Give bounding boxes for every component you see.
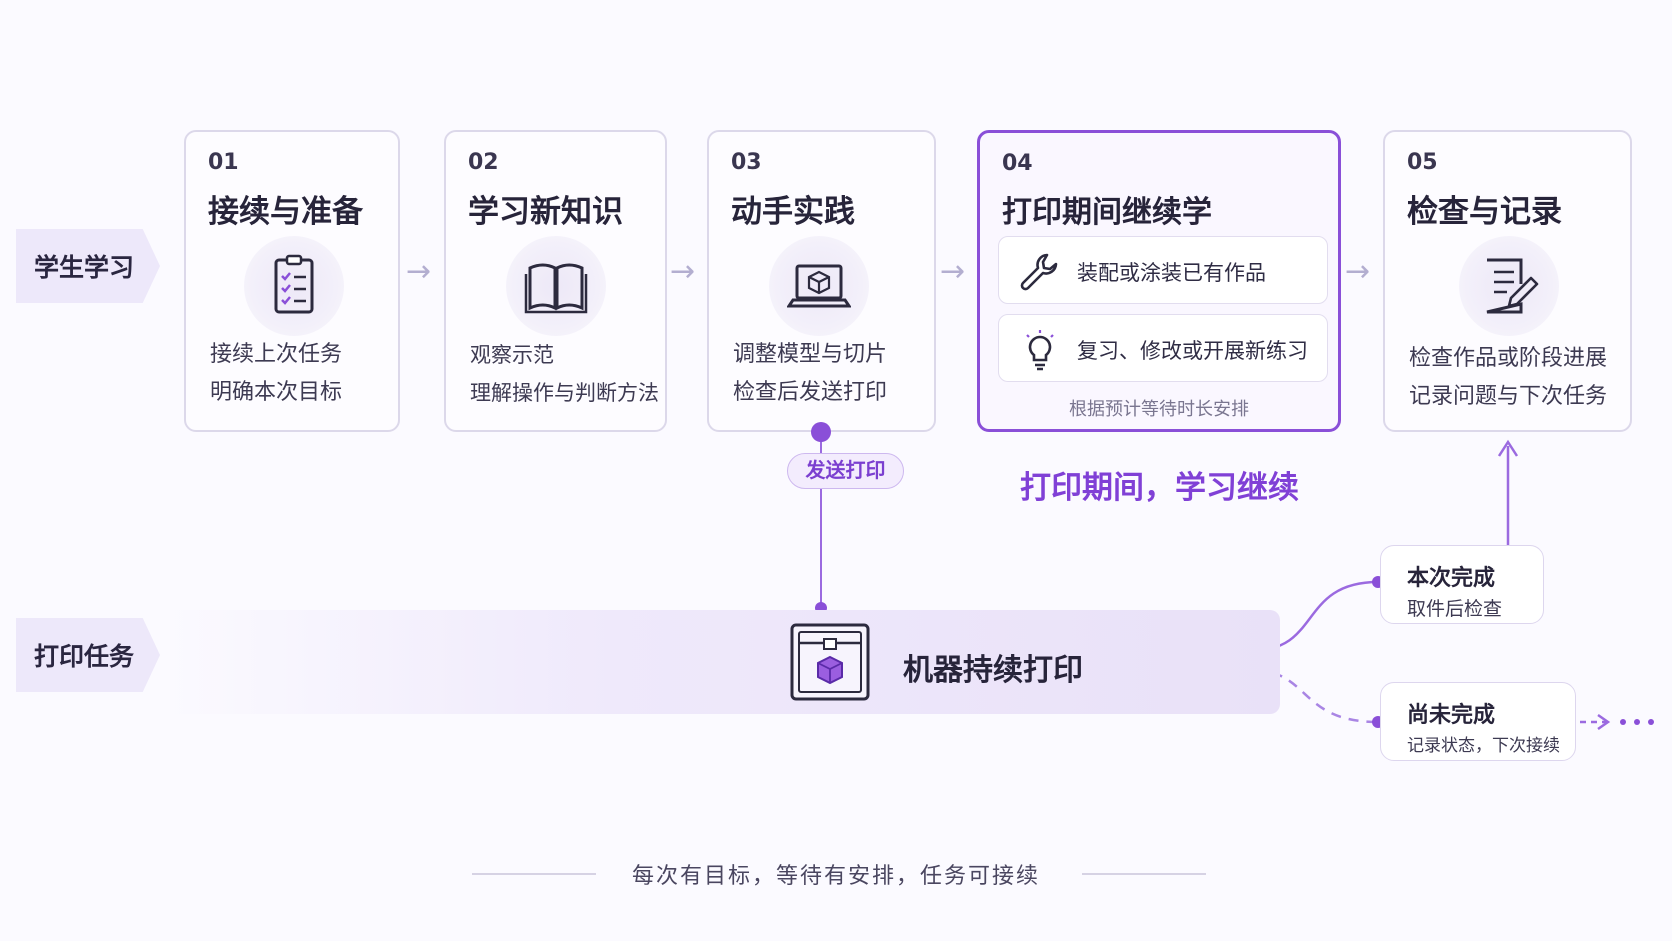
arrow-right-icon: → xyxy=(1345,254,1371,289)
arrow-right-icon: → xyxy=(940,254,966,289)
book-icon xyxy=(506,236,606,336)
step-title: 学习新知识 xyxy=(468,194,623,230)
step-desc-line: 接续上次任务 xyxy=(210,342,343,367)
printer-icon xyxy=(790,623,870,701)
machine-print-band xyxy=(165,610,1280,714)
step-desc-line: 观察示范 xyxy=(470,343,554,367)
step-number: 03 xyxy=(731,150,762,175)
step-note: 根据预计等待时长安排 xyxy=(1069,399,1249,420)
step-card-05: 05 检查与记录 检查作品或阶段进展 记录问题与下次任务 xyxy=(1383,130,1632,432)
lane-student-learning: 学生学习 xyxy=(16,229,160,303)
checklist-icon xyxy=(244,236,344,336)
machine-label: 机器持续打印 xyxy=(903,653,1083,688)
outcome-sub: 取件后检查 xyxy=(1407,598,1503,620)
lane-print-task: 打印任务 xyxy=(16,618,160,692)
sub-item-label: 装配或涂装已有作品 xyxy=(1077,261,1266,285)
outcome-done: 本次完成 取件后检查 xyxy=(1380,545,1544,624)
step-title: 动手实践 xyxy=(731,194,855,230)
arrow-right-icon: → xyxy=(406,254,432,289)
step-card-04: 04 打印期间继续学 装配或涂装已有作品 复习、修改或开展新练习 根据预计等待时… xyxy=(977,130,1341,432)
step-desc-line: 明确本次目标 xyxy=(210,380,343,405)
arrow-right-icon: → xyxy=(670,254,696,289)
step-desc-line: 检查作品或阶段进展 xyxy=(1409,346,1608,371)
step-desc-line: 理解操作与判断方法 xyxy=(470,381,659,405)
step-card-01: 01 接续与准备 接续上次任务 明确本次目标 xyxy=(184,130,400,432)
step-number: 02 xyxy=(468,150,499,175)
step-desc-line: 调整模型与切片 xyxy=(733,342,888,367)
step-number: 04 xyxy=(1002,151,1033,176)
outcome-title: 本次完成 xyxy=(1407,566,1496,591)
document-pen-icon xyxy=(1459,236,1559,336)
wrench-icon xyxy=(1020,253,1058,291)
step-card-02: 02 学习新知识 观察示范 理解操作与判断方法 xyxy=(444,130,667,432)
highlight-text: 打印期间，学习继续 xyxy=(1020,470,1299,506)
step-title: 打印期间继续学 xyxy=(1002,195,1212,230)
outcome-unfinished: 尚未完成 记录状态，下次接续 xyxy=(1380,682,1576,761)
step-number: 01 xyxy=(208,150,239,175)
lightbulb-icon xyxy=(1026,330,1054,371)
step-number: 05 xyxy=(1407,150,1438,175)
outcome-title: 尚未完成 xyxy=(1407,703,1496,728)
send-print-pill: 发送打印 xyxy=(787,453,904,489)
outcome-sub: 记录状态，下次接续 xyxy=(1407,736,1560,756)
step-card-03: 03 动手实践 调整模型与切片 检查后发送打印 xyxy=(707,130,936,432)
step-title: 检查与记录 xyxy=(1407,194,1562,230)
step-desc-line: 记录问题与下次任务 xyxy=(1409,384,1608,409)
sub-item-label: 复习、修改或开展新练习 xyxy=(1077,339,1308,363)
sub-item-assemble: 装配或涂装已有作品 xyxy=(998,236,1328,304)
sub-item-review: 复习、修改或开展新练习 xyxy=(998,314,1328,382)
step-title: 接续与准备 xyxy=(208,194,363,230)
step-desc-line: 检查后发送打印 xyxy=(733,380,888,405)
laptop-cube-icon xyxy=(769,236,869,336)
footer-slogan: 每次有目标，等待有安排，任务可接续 xyxy=(631,864,1040,889)
